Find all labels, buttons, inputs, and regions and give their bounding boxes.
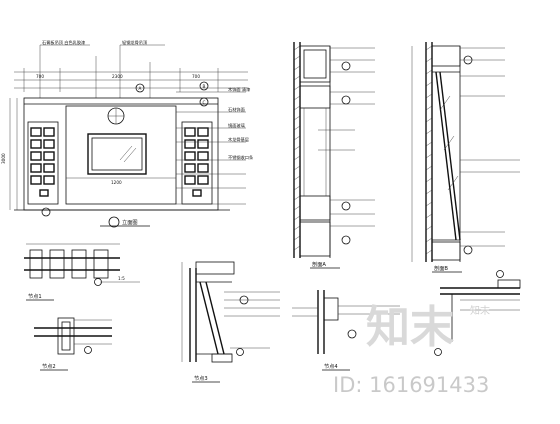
section-b-leaders — [460, 47, 520, 247]
detail-3-drawing: 节点3 — [181, 261, 280, 383]
right-shelves — [184, 127, 209, 197]
section-b-drawing: 剖面B — [411, 42, 520, 273]
watermark-brand-small: 知末 — [470, 304, 490, 317]
detail-3-leaders — [224, 291, 280, 349]
marker-a — [135, 83, 145, 93]
watermark: 知末 知末 ID: 161691433 — [333, 302, 490, 397]
elevation-leaders: 木饰面 清漆 石材饰面 镜面玻璃 木龙骨基层 不锈钢收口条 — [176, 86, 254, 205]
section-a-drawing: 剖面A — [293, 42, 375, 269]
dim-center: 2300 — [112, 74, 123, 79]
elev-note-4: 木龙骨基层 — [228, 136, 249, 143]
detail-1-drawing: 1:5 节点1 — [24, 243, 140, 301]
elev-note-3: 镜面玻璃 — [228, 122, 245, 129]
section-a-leaders — [330, 47, 375, 227]
section-b-title: 剖面B — [434, 264, 448, 272]
top-note-2: 轻钢龙骨吊顶 — [122, 39, 148, 46]
marker-a-text: A — [139, 86, 142, 91]
watermark-brand: 知末 — [366, 302, 454, 353]
detail-4-title: 节点4 — [324, 363, 338, 370]
marker-b — [199, 81, 209, 91]
marker-b-text: B — [203, 84, 206, 89]
elev-note-5: 不锈钢收口条 — [228, 154, 254, 161]
elevation-title: 立面图 — [122, 218, 138, 226]
height-dim: 3000 — [1, 153, 6, 164]
watermark-id: ID: 161691433 — [333, 373, 489, 397]
elevation-drawing: 700 2300 700 石膏板吊顶 白色乳胶漆 轻钢龙骨吊顶 — [1, 39, 254, 228]
dim-right: 700 — [192, 74, 200, 79]
detail-2-title: 节点2 — [42, 363, 56, 370]
detail-1-title: 节点1 — [28, 293, 42, 300]
section-a-title: 剖面A — [312, 260, 326, 268]
elev-note-2: 石材饰面 — [228, 106, 245, 113]
detail-2-drawing: 节点2 — [34, 317, 112, 371]
detail-4-drawing: 节点4 — [292, 270, 521, 371]
marker-c — [199, 97, 209, 107]
elev-note-1: 木饰面 清漆 — [228, 86, 250, 93]
left-shelves — [30, 127, 55, 197]
detail-3-title: 节点3 — [194, 375, 208, 382]
marker-c-text: C — [203, 100, 206, 105]
center-dim: 1200 — [111, 180, 122, 185]
top-note-1: 石膏板吊顶 白色乳胶漆 — [42, 39, 85, 46]
detail-1-scale: 1:5 — [118, 276, 125, 281]
